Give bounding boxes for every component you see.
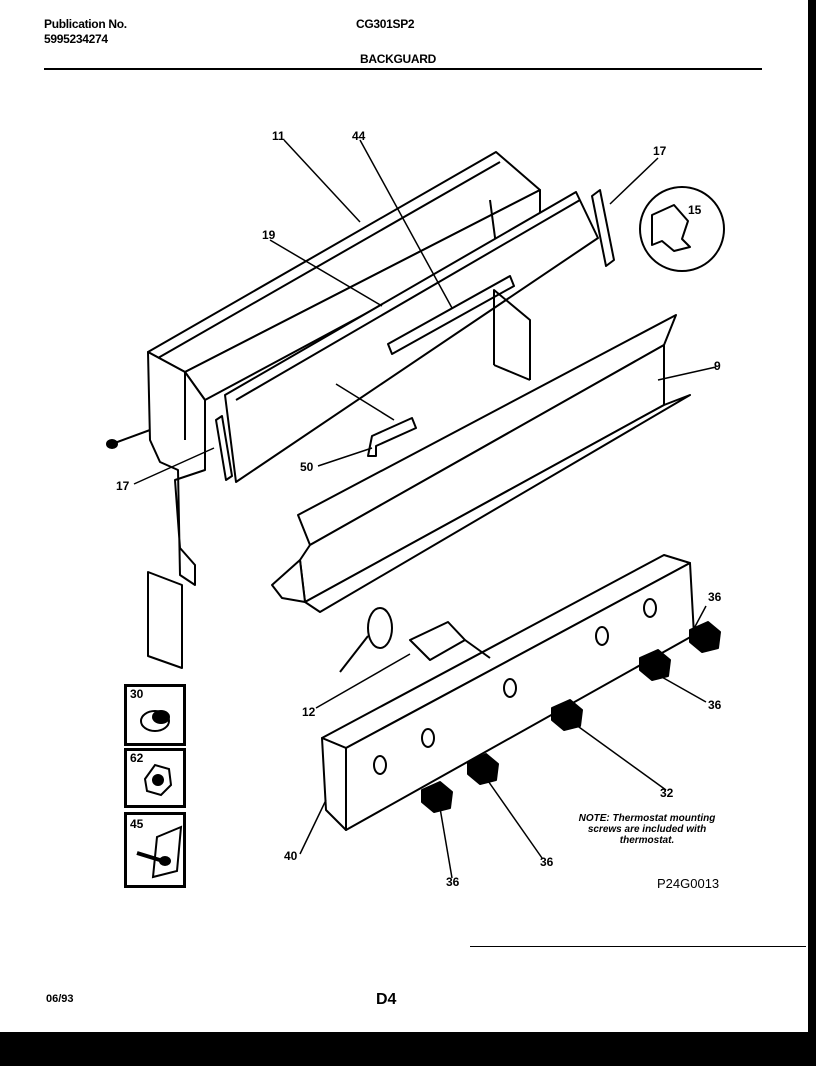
section-title: BACKGUARD — [360, 52, 436, 66]
screw — [106, 429, 151, 449]
thermostat-note: NOTE: Thermostat mounting screws are inc… — [552, 813, 742, 846]
model-number: CG301SP2 — [356, 17, 415, 31]
inset-part-62 — [124, 748, 186, 808]
footer-date: 06/93 — [46, 993, 74, 1005]
label-part-36-d: 36 — [446, 875, 460, 889]
control-panel — [271, 314, 691, 613]
side-trim-right — [591, 189, 615, 267]
detail-circle — [639, 186, 725, 272]
bushing-icon — [140, 710, 170, 732]
scan-right-border — [808, 0, 816, 1066]
label-part-45: 45 — [130, 817, 144, 831]
inset-part-30 — [124, 684, 186, 746]
label-part-12: 12 — [302, 705, 316, 719]
manifold-panel — [321, 554, 695, 831]
label-part-36-c: 36 — [540, 855, 554, 869]
bracket-screw-icon — [136, 825, 183, 879]
label-part-32: 32 — [660, 786, 674, 800]
label-part-9: 9 — [714, 359, 721, 373]
label-part-19: 19 — [262, 228, 276, 242]
label-part-15: 15 — [688, 203, 702, 217]
clip — [367, 417, 417, 457]
inset-part-45 — [124, 812, 186, 888]
label-part-36-a: 36 — [708, 590, 722, 604]
trim-strip — [387, 275, 515, 355]
publication-number: 5995234274 — [44, 32, 108, 46]
knobs — [421, 621, 721, 813]
label-part-11: 11 — [272, 129, 285, 143]
label-part-40: 40 — [284, 849, 298, 863]
thermostat — [339, 607, 491, 673]
leader-lines — [133, 139, 717, 879]
side-panel-lower — [147, 571, 183, 669]
note-line-3: thermostat. — [619, 835, 675, 846]
drawing-code: P24G0013 — [657, 876, 720, 891]
header-rule — [44, 68, 762, 70]
note-line-1: NOTE: Thermostat mounting — [578, 813, 716, 824]
scan-bottom-border — [0, 1032, 808, 1066]
footer-page: D4 — [376, 991, 397, 1008]
publication-label: Publication No. — [44, 17, 127, 31]
side-trim-left — [215, 415, 233, 481]
label-part-50: 50 — [300, 460, 314, 474]
nut-icon — [143, 763, 173, 797]
label-part-17-top: 17 — [653, 144, 667, 158]
footer-rule — [470, 946, 806, 947]
label-part-30: 30 — [130, 687, 144, 701]
label-part-44: 44 — [352, 129, 366, 143]
label-part-36-b: 36 — [708, 698, 722, 712]
label-part-17-left: 17 — [116, 479, 130, 493]
note-line-2: screws are included with — [587, 824, 707, 835]
label-part-62: 62 — [130, 751, 144, 765]
